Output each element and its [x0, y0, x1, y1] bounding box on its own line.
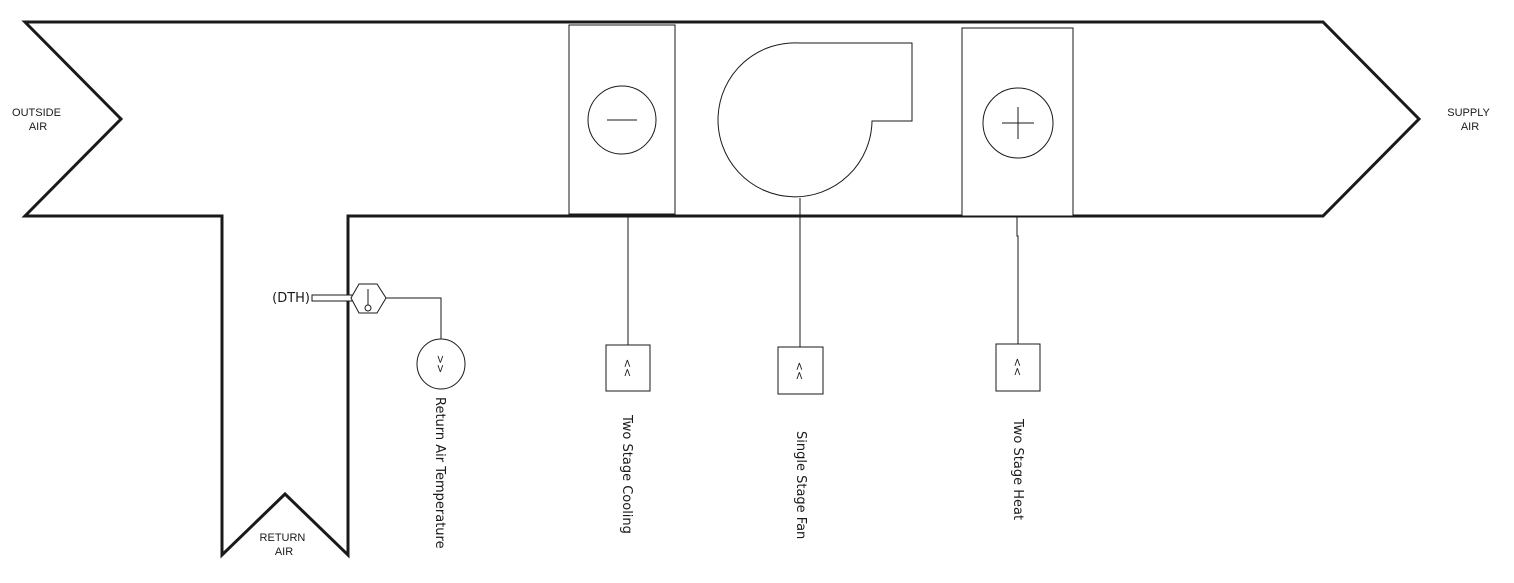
fan-point[interactable]: << [777, 346, 824, 395]
cooling-indicator: << [621, 359, 634, 377]
svg-text:OUTSIDE AIR: OUTSIDE AIR [12, 107, 64, 133]
supply-air-label-line1: SUPPLY [1447, 107, 1490, 119]
heat-point[interactable]: << [995, 343, 1041, 392]
cooling-point[interactable]: << [605, 344, 651, 392]
cooling-coil-circle [587, 85, 657, 155]
duct-outline [21, 20, 1422, 559]
outside-air-label-line1: OUTSIDE [12, 107, 61, 119]
thermometer-bulb [364, 304, 372, 312]
heat-connector [1016, 216, 1019, 344]
heating-coil [961, 27, 1074, 217]
cooling-indicator-box[interactable] [605, 344, 651, 392]
sensor-indicator: >> [434, 355, 447, 373]
supply-air-label-line2: AIR [1461, 121, 1479, 133]
return-air-label-line2: AIR [275, 546, 293, 558]
heating-coil-circle [982, 87, 1054, 159]
two-stage-heat-label: Two Stage Heat [1010, 418, 1025, 520]
svg-text:SUPPLY AIR: SUPPLY AIR [1447, 107, 1492, 133]
fan-indicator-box[interactable] [777, 346, 824, 395]
fan-indicator: << [793, 362, 806, 380]
sensor-indicator-circle[interactable] [416, 338, 466, 390]
two-stage-cooling-label: Two Stage Cooling [619, 414, 634, 534]
outside-air-label-line2: AIR [29, 121, 47, 133]
sensor-probe [311, 294, 353, 302]
return-air-label-line1: RETURN [260, 532, 306, 544]
return-air-temperature-label: Return Air Temperature [432, 397, 447, 549]
sensor-tag: (DTH) [272, 291, 310, 306]
heat-indicator: << [1011, 358, 1024, 376]
cooling-coil [568, 24, 676, 215]
single-stage-fan-label: Single Stage Fan [793, 431, 808, 539]
supply-fan [717, 42, 913, 198]
sensor-connector [386, 297, 442, 340]
svg-text:RETURN AIR: RETURN AIR [260, 532, 309, 558]
heat-indicator-box[interactable] [995, 343, 1041, 392]
fan-icon [717, 42, 913, 198]
return-air-sensor[interactable]: (DTH) >> [272, 283, 466, 390]
